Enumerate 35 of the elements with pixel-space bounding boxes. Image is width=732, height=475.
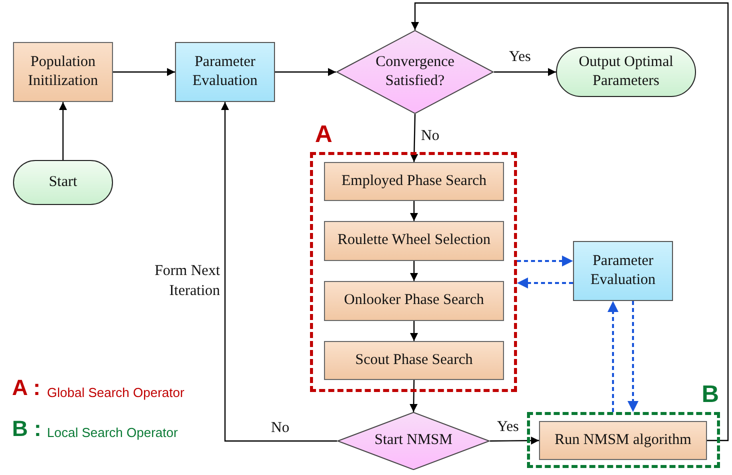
legend-text: Local Search Operator bbox=[47, 426, 178, 439]
process-box: Onlooker Phase Search bbox=[324, 281, 504, 321]
arrow bbox=[411, 2, 729, 442]
arrow bbox=[410, 380, 418, 412]
arrow bbox=[410, 114, 418, 162]
decision-diamond: Start NMSM bbox=[337, 412, 490, 470]
process-box: Parameter Evaluation bbox=[175, 42, 275, 102]
decision-diamond: Convergence Satisfied? bbox=[336, 30, 494, 114]
process-box: Population Initilization bbox=[13, 42, 113, 102]
arrow bbox=[410, 261, 418, 281]
arrow bbox=[490, 436, 539, 445]
process-box: Roulette Wheel Selection bbox=[324, 221, 504, 261]
arrow bbox=[494, 68, 556, 76]
group-letter: B bbox=[702, 383, 719, 407]
process-box: Scout Phase Search bbox=[324, 341, 504, 380]
arrow bbox=[221, 102, 337, 442]
arrow bbox=[113, 68, 175, 76]
process-box: Parameter Evaluation bbox=[573, 241, 673, 301]
terminal-box: Start bbox=[13, 160, 113, 205]
arrow bbox=[59, 102, 67, 160]
arrow bbox=[410, 201, 418, 221]
legend-key: A : bbox=[12, 377, 41, 399]
arrow bbox=[628, 301, 638, 412]
arrow bbox=[275, 68, 336, 76]
arrow bbox=[517, 278, 573, 288]
terminal-box: Output Optimal Parameters bbox=[556, 47, 696, 97]
arrow bbox=[608, 301, 618, 412]
group-letter: A bbox=[315, 123, 332, 147]
arrow bbox=[410, 321, 418, 341]
legend-text: Global Search Operator bbox=[47, 386, 184, 399]
process-box: Employed Phase Search bbox=[324, 162, 504, 201]
legend-key: B : bbox=[12, 418, 42, 440]
process-box: Run NMSM algorithm bbox=[539, 421, 707, 460]
arrow bbox=[517, 256, 573, 266]
note-text: Form Next Iteration bbox=[154, 262, 220, 300]
